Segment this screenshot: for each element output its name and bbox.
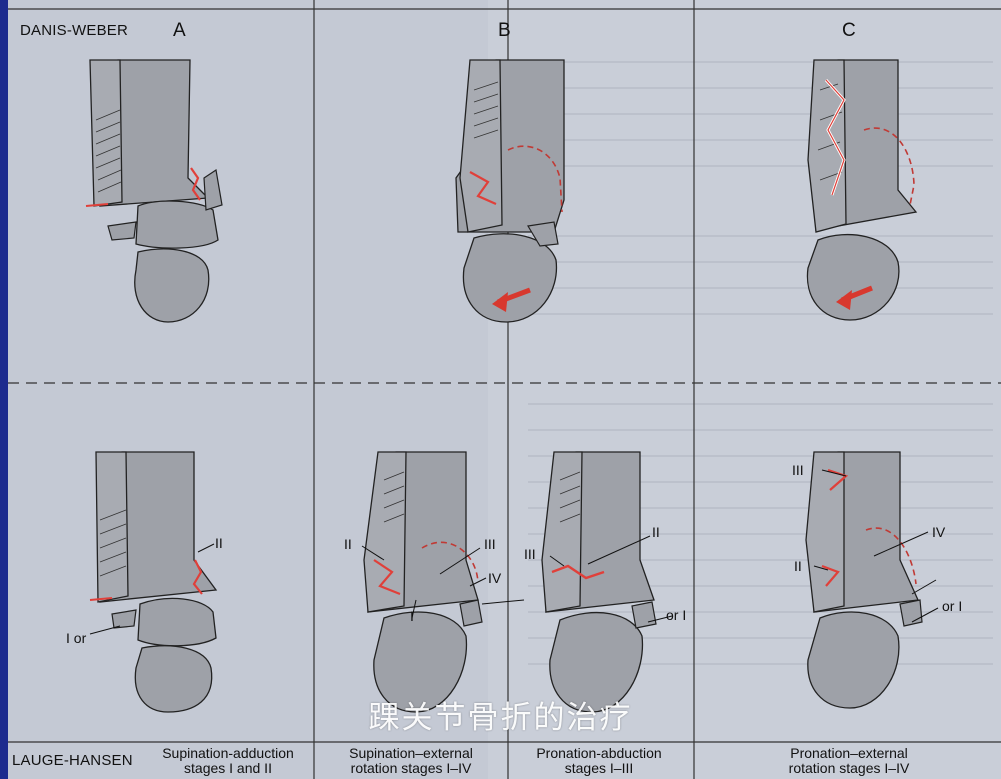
caption-line: Supination-adduction [148,746,308,761]
caption-line: stages I and II [148,761,308,776]
callout-p4-iv: IV [932,524,945,540]
caption-supination-external-rotation: Supination–external rotation stages I–IV [326,746,496,776]
callout-p4-iii: III [792,462,804,478]
panel-letter-a: A [173,20,186,42]
panel-letter-b: B [498,20,511,42]
callout-p1-i-or: I or [66,630,86,646]
caption-line: Pronation-abduction [514,746,684,761]
figure-plate: DANIS-WEBER LAUGE-HANSEN A B C Supinatio… [8,0,1001,779]
callout-p2-iv: IV [488,570,501,586]
ankle-fracture-illustrations [8,0,1001,779]
panel-letter-c: C [842,20,856,42]
callout-p2-ii: II [344,536,352,552]
callout-p3-or-i: or I [666,607,686,623]
callout-p3-iii: III [524,546,536,562]
caption-pronation-external-rotation: Pronation–external rotation stages I–IV [764,746,934,776]
callout-p4-or-i: or I [942,598,962,614]
caption-line: stages I–III [514,761,684,776]
weber-b-illustration [456,60,564,322]
caption-pronation-abduction: Pronation-abduction stages I–III [514,746,684,776]
callout-p3-ii: II [652,524,660,540]
callout-p1-ii: II [215,535,223,551]
caption-supination-adduction: Supination-adduction stages I and II [148,746,308,776]
weber-a-illustration [86,60,222,322]
caption-line: Pronation–external [764,746,934,761]
callout-p2-i: I [410,608,414,624]
caption-line: rotation stages I–IV [764,761,934,776]
slide-title: 踝关节骨折的治疗 [0,692,1001,737]
supination-adduction-illustration [90,452,216,712]
danis-weber-label: DANIS-WEBER [20,22,128,39]
lauge-hansen-label: LAUGE-HANSEN [12,752,133,769]
callout-p4-ii: II [794,558,802,574]
caption-line: Supination–external [326,746,496,761]
callout-p2-iii: III [484,536,496,552]
caption-line: rotation stages I–IV [326,761,496,776]
